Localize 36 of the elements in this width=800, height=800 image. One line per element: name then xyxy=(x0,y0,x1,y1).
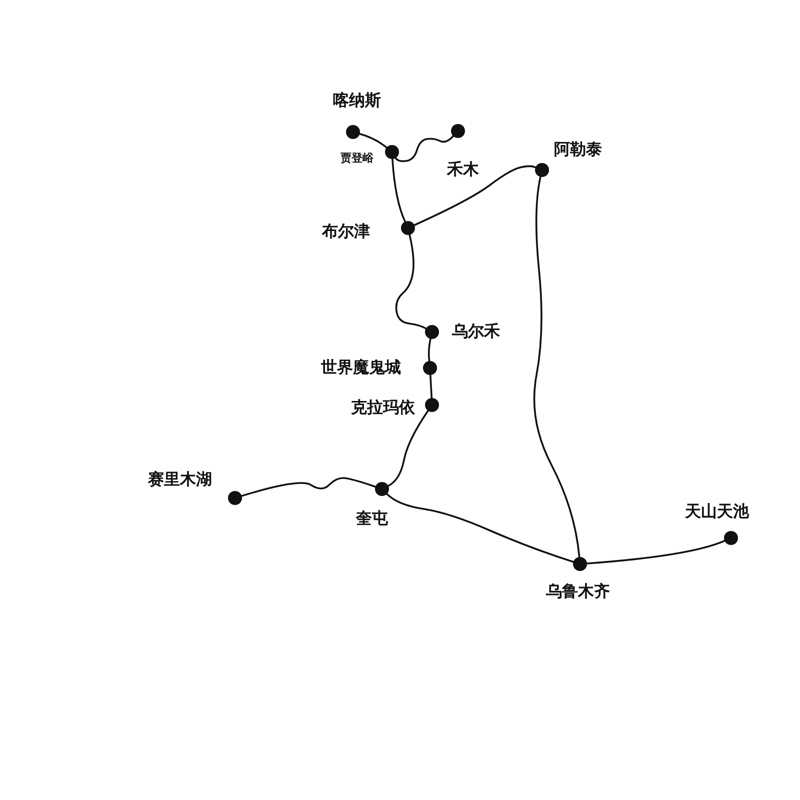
location-dot xyxy=(423,361,437,375)
route-line xyxy=(387,410,429,487)
location-dot xyxy=(535,163,549,177)
place-label: 奎屯 xyxy=(356,508,388,530)
place-label: 赛里木湖 xyxy=(148,470,212,490)
location-dot xyxy=(401,221,415,235)
location-dot xyxy=(375,482,389,496)
route-line xyxy=(413,165,536,226)
route-line xyxy=(394,135,454,162)
location-dot xyxy=(346,125,360,139)
location-dot xyxy=(425,325,439,339)
location-dot xyxy=(228,491,242,505)
route-line xyxy=(428,338,432,362)
place-label: 天山天池 xyxy=(685,502,749,522)
route-line xyxy=(358,132,388,148)
place-label: 乌尔禾 xyxy=(452,322,500,342)
place-label: 乌鲁木齐 xyxy=(546,582,610,602)
place-label: 贾登峪 xyxy=(340,150,374,166)
place-label: 阿勒泰 xyxy=(554,140,602,160)
route-line xyxy=(240,477,376,497)
location-dot xyxy=(451,124,465,138)
route-line xyxy=(586,540,726,564)
place-label: 布尔津 xyxy=(322,222,370,242)
route-line xyxy=(430,374,433,399)
place-label: 世界魔鬼城 xyxy=(321,358,401,378)
place-label: 克拉玛依 xyxy=(351,398,415,418)
location-dot xyxy=(385,145,399,159)
place-label: 禾木 xyxy=(447,160,479,180)
location-dot xyxy=(425,398,439,412)
route-line xyxy=(533,176,580,558)
location-dot xyxy=(724,531,738,545)
route-line xyxy=(392,158,406,223)
location-dot xyxy=(573,557,587,571)
route-line xyxy=(386,493,574,563)
route-line xyxy=(395,234,427,330)
place-label: 喀纳斯 xyxy=(333,90,381,112)
